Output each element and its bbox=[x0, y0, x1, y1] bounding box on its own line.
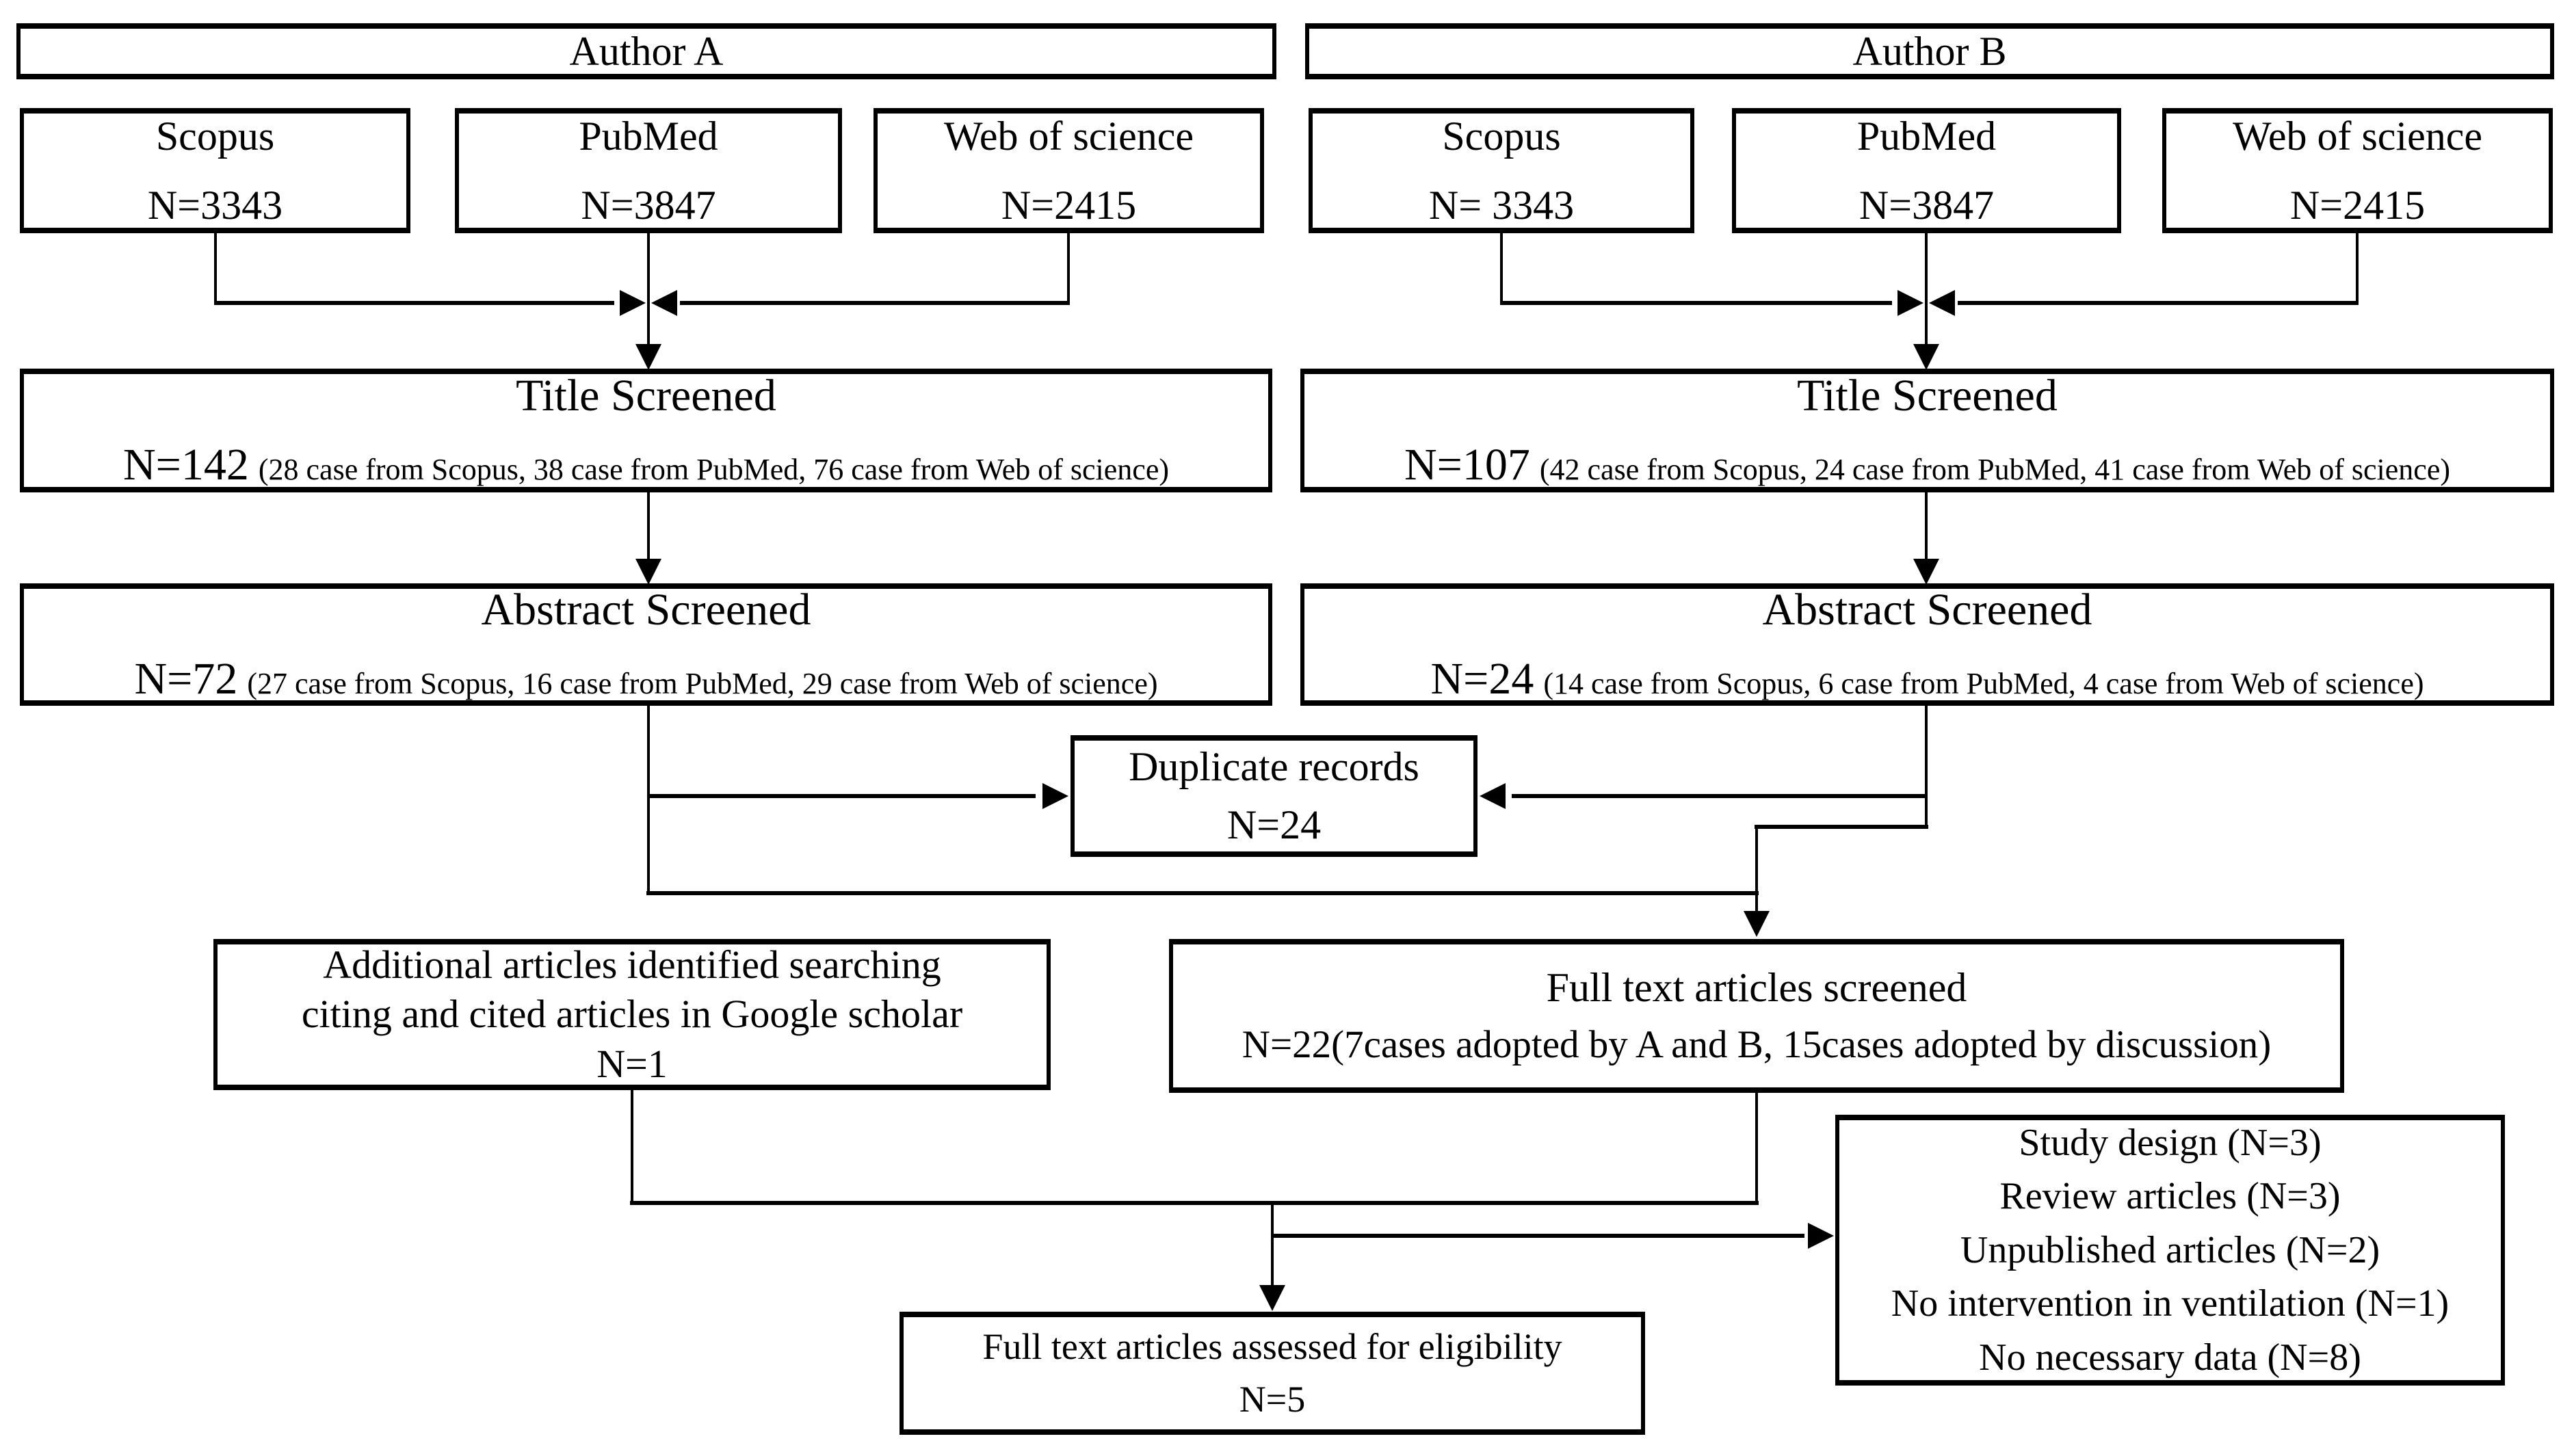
abstract-screened-b-box: Abstract Screened N=24 (14 case from Scop… bbox=[1300, 583, 2554, 706]
author-b-header-box: Author B bbox=[1305, 23, 2554, 79]
title-screened-a-box: Title Screened N=142 (28 case from Scopus… bbox=[20, 369, 1272, 492]
source-box-pubmed-b: PubMed N=3847 bbox=[1732, 108, 2121, 233]
exclusion-reason: Study design (N=3) bbox=[2019, 1122, 2322, 1165]
stage-title: Abstract Screened bbox=[1762, 585, 2092, 635]
stage-detail: (27 case from Scopus, 16 case from PubMe… bbox=[247, 666, 1158, 700]
additional-articles-count: N=1 bbox=[596, 1041, 668, 1086]
stage-count: N=107 bbox=[1404, 439, 1530, 490]
stage-detail: (42 case from Scopus, 24 case from PubMe… bbox=[1539, 452, 2451, 486]
source-box-web-of-science-b: Web of science N=2415 bbox=[2162, 108, 2553, 233]
additional-articles-box: Additional articles identified searching… bbox=[213, 939, 1051, 1090]
source-name: PubMed bbox=[579, 113, 718, 159]
stage-count: N=24 bbox=[1430, 653, 1534, 704]
full-text-assessed-box: Full text articles assessed for eligibil… bbox=[899, 1312, 1645, 1435]
stage-title: Title Screened bbox=[516, 371, 776, 421]
source-name: Scopus bbox=[155, 113, 275, 159]
source-count: N=2415 bbox=[1001, 182, 1137, 228]
stage-count-line: N=72 (27 case from Scopus, 16 case from P… bbox=[134, 651, 1157, 708]
source-count: N=3847 bbox=[581, 182, 716, 228]
duplicate-records-count: N=24 bbox=[1226, 802, 1322, 847]
title-screened-b-box: Title Screened N=107 (42 case from Scopus… bbox=[1300, 369, 2554, 492]
exclusion-reason: Review articles (N=3) bbox=[1999, 1175, 2341, 1218]
source-name: Web of science bbox=[944, 113, 1194, 159]
source-box-scopus-a: Scopus N=3343 bbox=[20, 108, 410, 233]
exclusion-reason: No intervention in ventilation (N=1) bbox=[1891, 1282, 2450, 1325]
duplicate-records-arrows bbox=[647, 706, 1928, 895]
source-count: N=3343 bbox=[147, 182, 283, 228]
source-count: N=3847 bbox=[1859, 182, 1995, 228]
source-box-web-of-science-a: Web of science N=2415 bbox=[874, 108, 1264, 233]
stage-count-line: N=107 (42 case from Scopus, 24 case from … bbox=[1404, 437, 2450, 494]
source-count: N= 3343 bbox=[1428, 182, 1575, 228]
stage-detail: (14 case from Scopus, 6 case from PubMed… bbox=[1543, 666, 2424, 700]
full-text-assessed-title: Full text articles assessed for eligibil… bbox=[982, 1325, 1562, 1367]
stage-count-line: N=142 (28 case from Scopus, 38 case from … bbox=[123, 437, 1169, 494]
duplicate-records-box: Duplicate records N=24 bbox=[1071, 735, 1478, 857]
source-name: PubMed bbox=[1856, 113, 1997, 159]
stage-title: Title Screened bbox=[1797, 371, 2058, 421]
full-text-screened-title: Full text articles screened bbox=[1546, 965, 1967, 1011]
exclusion-reasons-box: Study design (N=3) Review articles (N=3)… bbox=[1835, 1115, 2505, 1386]
exclusion-reason: Unpublished articles (N=2) bbox=[1960, 1228, 2380, 1271]
stage-count: N=72 bbox=[134, 653, 238, 704]
author-a-header-label: Author A bbox=[569, 28, 724, 74]
stage-count-line: N=24 (14 case from Scopus, 6 case from Pu… bbox=[1430, 651, 2424, 708]
stage-detail: (28 case from Scopus, 38 case from PubMe… bbox=[258, 452, 1170, 486]
title-to-abstract-arrows bbox=[635, 492, 1939, 585]
author-a-header-box: Author A bbox=[16, 23, 1276, 79]
exclusion-reason: No necessary data (N=8) bbox=[1979, 1336, 2361, 1379]
merge-arrows-author-a bbox=[214, 233, 1070, 370]
stage-count: N=142 bbox=[122, 439, 249, 490]
author-b-header-label: Author B bbox=[1852, 28, 2007, 74]
additional-articles-line2: citing and cited articles in Google scho… bbox=[301, 992, 963, 1037]
to-full-text-screened-arrow bbox=[646, 825, 1928, 937]
source-box-pubmed-a: PubMed N=3847 bbox=[455, 108, 842, 233]
source-name: Web of science bbox=[2233, 113, 2482, 159]
stage-title: Abstract Screened bbox=[481, 585, 811, 635]
duplicate-records-label: Duplicate records bbox=[1129, 744, 1419, 789]
bottom-merge-arrows bbox=[630, 1090, 1834, 1311]
full-text-assessed-count: N=5 bbox=[1239, 1379, 1306, 1420]
full-text-screened-box: Full text articles screened N=22(7cases … bbox=[1169, 939, 2344, 1093]
source-count: N=2415 bbox=[2289, 182, 2426, 228]
merge-arrows-author-b bbox=[1500, 233, 2359, 370]
source-name: Scopus bbox=[1442, 113, 1561, 159]
additional-articles-line1: Additional articles identified searching bbox=[323, 942, 941, 987]
full-text-screened-count: N=22(7cases adopted by A and B, 15cases … bbox=[1242, 1023, 2272, 1067]
abstract-screened-a-box: Abstract Screened N=72 (27 case from Scop… bbox=[20, 583, 1272, 706]
source-box-scopus-b: Scopus N= 3343 bbox=[1309, 108, 1694, 233]
